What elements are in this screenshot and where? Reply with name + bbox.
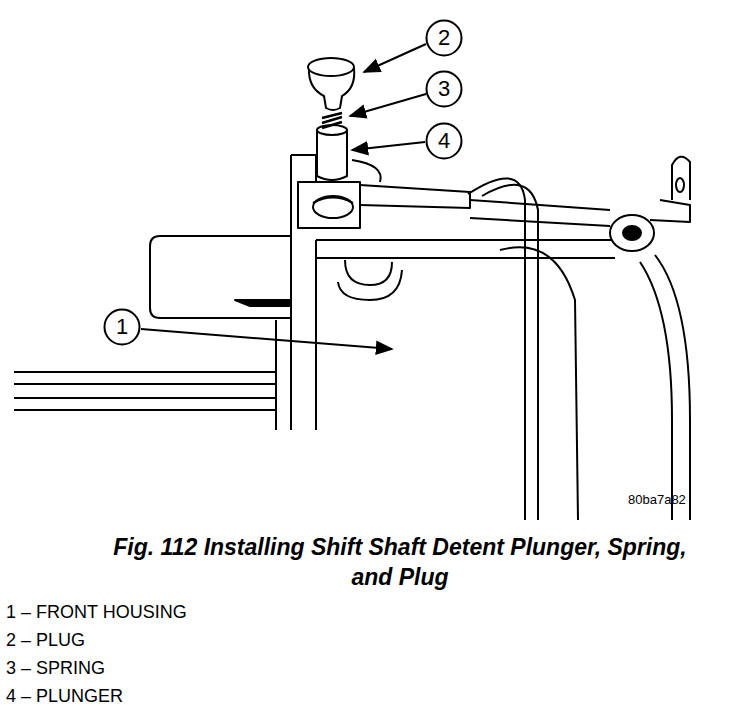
key-entry: 1 – FRONT HOUSING	[6, 602, 187, 623]
callout-number: 4	[438, 130, 450, 152]
callout-circle: 2	[425, 19, 463, 57]
key-entry: 4 – PLUNGER	[6, 686, 123, 707]
callout-number: 2	[438, 27, 450, 49]
callout-number: 1	[116, 316, 128, 338]
callout-circle: 4	[425, 122, 463, 160]
figure-code: 80ba7a82	[628, 492, 686, 507]
callout-number: 3	[438, 78, 450, 100]
figure-caption: Fig. 112 Installing Shift Shaft Detent P…	[100, 532, 700, 592]
callout-circle: 1	[103, 308, 141, 346]
key-entry: 3 – SPRING	[6, 658, 105, 679]
callout-circle: 3	[425, 70, 463, 108]
key-entry: 2 – PLUG	[6, 630, 85, 651]
